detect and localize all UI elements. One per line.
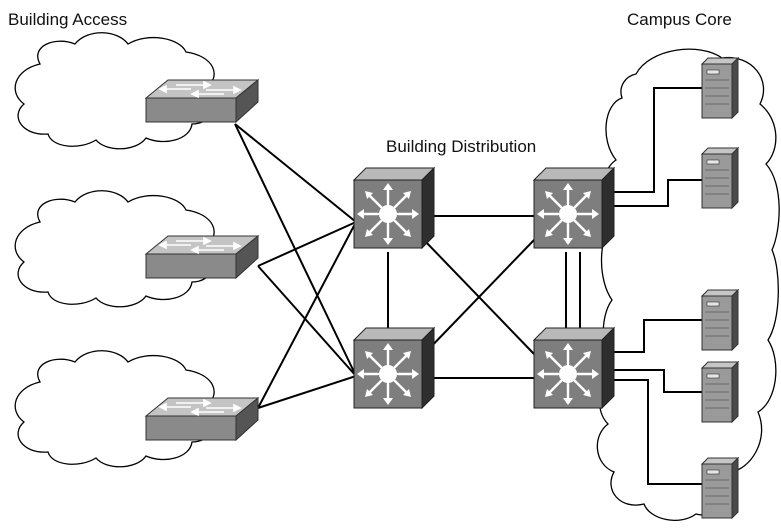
access-switch-3 xyxy=(145,397,259,441)
network-links xyxy=(234,87,702,485)
campus-core-label: Campus Core xyxy=(627,10,732,29)
access-cloud-2 xyxy=(14,190,216,308)
distribution-switch-bottom-right xyxy=(532,326,616,410)
distribution-switch-bottom-left xyxy=(352,326,436,410)
building-distribution-label: Building Distribution xyxy=(386,137,537,156)
distribution-switch-top-left xyxy=(352,166,436,250)
access-cloud-1 xyxy=(14,32,216,150)
core-server-2 xyxy=(701,147,739,209)
core-server-3 xyxy=(701,289,739,351)
access-cloud-3 xyxy=(14,350,216,468)
access-clouds xyxy=(14,32,216,468)
building-access-label: Building Access xyxy=(8,10,128,29)
core-server-5 xyxy=(701,457,739,519)
distribution-switch-top-right xyxy=(532,166,616,250)
core-server-1 xyxy=(701,57,739,119)
core-server-4 xyxy=(701,361,739,423)
access-switch-1 xyxy=(145,79,259,123)
access-switch-2 xyxy=(145,235,259,279)
campus-core-cloud xyxy=(596,48,780,521)
